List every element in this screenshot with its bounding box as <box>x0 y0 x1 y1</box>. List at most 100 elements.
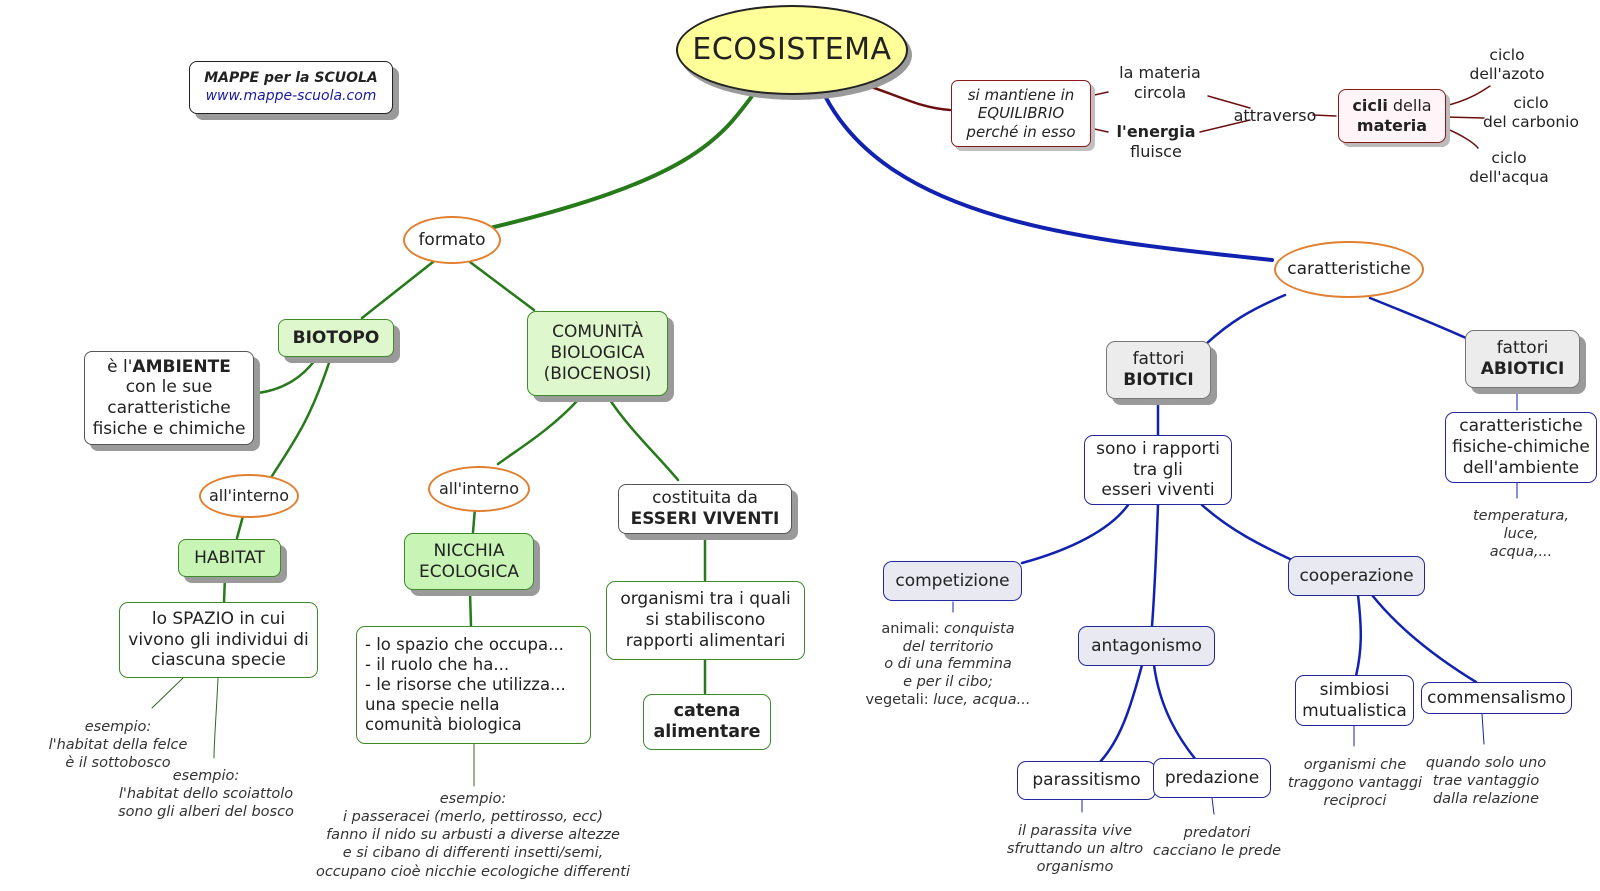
comp-note-4-i: luce, acqua... <box>933 691 1031 708</box>
link-interno1-habitat <box>235 514 245 540</box>
link-predazione-note <box>1211 797 1215 815</box>
predazione-label: predazione <box>1164 767 1260 788</box>
link-cooperazione-simbiosi <box>1354 593 1363 678</box>
ambiente-b: AMBIENTE <box>132 356 231 377</box>
biotopo-label: BIOTOPO <box>292 327 380 348</box>
nicchia-desc-node: - lo spazio che occupa... - il ruolo che… <box>356 626 591 744</box>
link-habitat-spazio <box>222 574 227 604</box>
cicli-line1: cicli della <box>1352 96 1431 116</box>
ambiente-node: è l'AMBIENTE con le sue caratteristiche … <box>84 351 254 445</box>
link-comunita-costituita <box>608 398 680 482</box>
materia-label: la materia circola <box>1106 63 1214 103</box>
branding-title: MAPPE per la SCUOLA <box>204 70 378 87</box>
energia-bold: l'energia <box>1116 122 1196 141</box>
parassitismo-note: il parassita vive sfruttando un altro or… <box>1006 823 1144 876</box>
organismi-node: organismi tra i quali si stabiliscono ra… <box>606 581 805 660</box>
cooperazione-label: cooperazione <box>1299 565 1414 586</box>
link-caratteristiche-abiotici <box>1368 296 1468 340</box>
costituita-a: costituita da <box>652 488 758 509</box>
interno2-node: all'interno <box>428 466 530 512</box>
link-comunita-interno2 <box>496 398 580 466</box>
chimiche-node: caratteristiche fisiche-chimiche dell'am… <box>1445 412 1597 483</box>
abiotici-b: ABIOTICI <box>1480 359 1565 379</box>
link-equilibrio-materia <box>1089 91 1109 97</box>
comp-note-1: del territorio <box>856 639 1040 657</box>
simbiosi-node: simbiosi mutualistica <box>1295 675 1414 726</box>
link-nicchia-desc <box>468 590 473 628</box>
link-rapporti-antagonismo <box>1150 503 1160 628</box>
comp-note-0: animali: conquista <box>856 621 1040 639</box>
spazio-node: lo SPAZIO in cui vivono gli individui di… <box>119 602 318 678</box>
comp-note-1-i: del territorio <box>902 638 994 655</box>
root-label: ECOSISTEMA <box>692 31 892 67</box>
costituita-node: costituita da ESSERI VIVENTI <box>618 484 792 534</box>
energia-rest: fluisce <box>1130 142 1182 161</box>
link-cicli-acqua <box>1444 127 1479 149</box>
competizione-node: competizione <box>883 561 1022 601</box>
abiotici-a: fattori <box>1496 338 1549 359</box>
nicchia-node: NICCHIA ECOLOGICA <box>404 533 534 590</box>
link-biotopo-interno1 <box>270 358 332 478</box>
link-energia-attraverso <box>1199 119 1251 133</box>
materia-bold: la materia <box>1119 63 1201 82</box>
esempio-felce: esempio: l'habitat della felce è il sott… <box>48 719 188 772</box>
link-ecosistema-equilibrio <box>866 84 952 112</box>
link-antagonismo-predazione <box>1152 663 1198 762</box>
link-commensalismo-note <box>1481 713 1485 745</box>
commensalismo-label: commensalismo <box>1427 687 1566 708</box>
biotici-a: fattori <box>1132 349 1185 370</box>
interno1-label: all'interno <box>208 486 290 506</box>
cicli-line2: materia <box>1356 116 1428 135</box>
costituita-b: ESSERI VIVENTI <box>630 509 780 529</box>
ambiente-rest: con le sue caratteristiche fisiche e chi… <box>92 377 246 439</box>
link-ecosistema-formato <box>488 90 757 230</box>
link-spazio-scoiattolo <box>213 677 219 759</box>
link-antagonismo-parassitismo <box>1098 663 1144 764</box>
catena-node: catena alimentare <box>643 694 771 750</box>
ambiente-line1: è l'AMBIENTE <box>107 357 231 378</box>
competizione-note: animali: conquista del territorio o di u… <box>856 621 1040 709</box>
ciclo-carbonio: ciclo del carbonio <box>1483 94 1579 132</box>
comp-note-4: vegetali: luce, acqua... <box>856 692 1040 710</box>
comp-note-2-i: o di una femmina <box>884 656 1012 673</box>
ciclo-acqua: ciclo dell'acqua <box>1469 149 1549 187</box>
link-formato-comunita <box>468 260 536 312</box>
commensalismo-note: quando solo uno trae vantaggio dalla rel… <box>1425 755 1547 808</box>
link-equilibrio-energia <box>1089 127 1109 133</box>
branding-url[interactable]: www.mappe-scuola.com <box>205 87 377 104</box>
comunita-node: COMUNITÀ BIOLOGICA (BIOCENOSI) <box>527 311 668 396</box>
comp-note-0-n: animali: <box>881 621 945 637</box>
formato-label: formato <box>418 229 486 250</box>
link-materia-attraverso <box>1207 95 1251 109</box>
comp-note-0-i: conquista <box>944 621 1015 637</box>
interno1-node: all'interno <box>199 474 299 518</box>
esempio-scoiattolo: esempio: l'habitat dello scoiattolo sono… <box>118 768 294 821</box>
simbiosi-note: organismi che traggono vantaggi reciproc… <box>1287 757 1423 810</box>
link-cooperazione-commensalismo <box>1370 593 1478 684</box>
commensalismo-node: commensalismo <box>1421 682 1572 714</box>
equilibrio-node: si mantiene in EQUILIBRIO perché in esso <box>951 80 1091 147</box>
biotici-node: fattori BIOTICI <box>1106 341 1211 399</box>
comp-note-2: o di una femmina <box>856 656 1040 674</box>
parassitismo-node: parassitismo <box>1017 761 1156 800</box>
cicli-bold: cicli <box>1352 96 1388 116</box>
habitat-label: HABITAT <box>194 547 265 568</box>
branding-box: MAPPE per la SCUOLA www.mappe-scuola.com <box>189 61 393 114</box>
link-rapporti-competizione <box>1020 503 1130 565</box>
ambiente-a: è l' <box>107 356 133 377</box>
predazione-node: predazione <box>1153 758 1271 798</box>
esempio-passeracei: esempio: i passeracei (merlo, pettirosso… <box>315 791 631 880</box>
link-formato-biotopo <box>360 256 440 320</box>
cicli-della: della <box>1387 96 1432 116</box>
cicli-node: cicli della materia <box>1338 89 1446 143</box>
link-interno2-nicchia <box>471 506 477 534</box>
comp-note-3: e per il cibo; <box>856 674 1040 692</box>
comp-note-4-n: vegetali: <box>865 691 934 708</box>
habitat-node: HABITAT <box>178 539 281 577</box>
caratteristiche-label: caratteristiche <box>1287 259 1411 280</box>
rapporti-node: sono i rapporti tra gli esseri viventi <box>1084 435 1232 505</box>
link-cicli-carbonio <box>1444 116 1485 119</box>
link-rapporti-cooperazione <box>1200 503 1294 562</box>
comp-note-3-i: e per il cibo; <box>903 674 993 691</box>
